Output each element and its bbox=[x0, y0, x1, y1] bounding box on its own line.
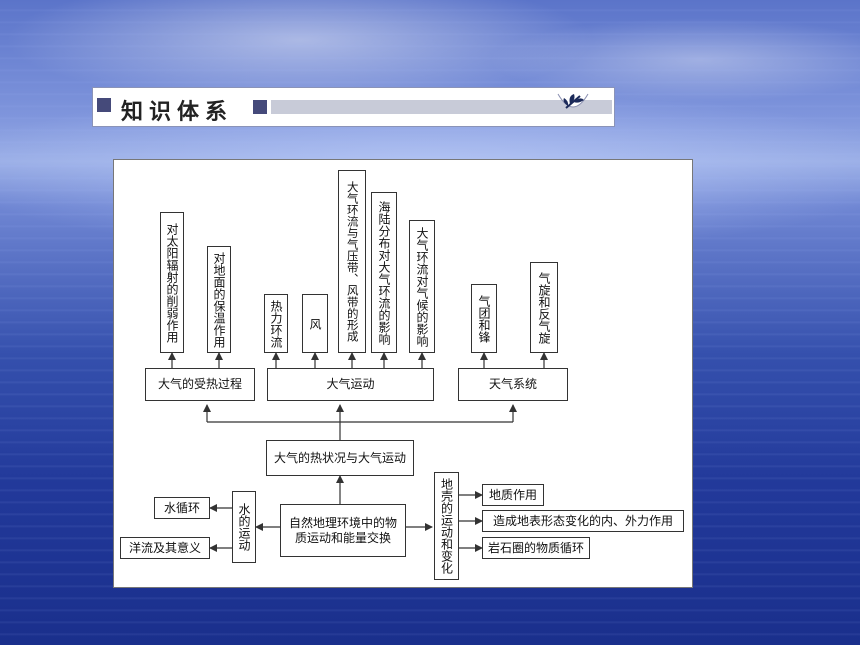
node-center-energy-exchange: 自然地理环境中的物质运动和能量交换 bbox=[280, 504, 406, 557]
node-weather-system: 天气系统 bbox=[458, 368, 568, 401]
section-banner: 知识体系 bbox=[92, 87, 615, 127]
node-heating-process: 大气的受热过程 bbox=[145, 368, 255, 401]
node-thermal-and-motion: 大气的热状况与大气运动 bbox=[266, 440, 414, 476]
node-ocean-currents: 洋流及其意义 bbox=[120, 537, 210, 559]
banner-bar bbox=[271, 100, 612, 114]
node-water-cycle: 水循环 bbox=[154, 497, 210, 519]
node-water-motion: 水的运动 bbox=[232, 491, 256, 563]
node-ground-insulation: 对地面的保温作用 bbox=[207, 246, 231, 353]
node-air-mass-front: 气团和锋 bbox=[471, 284, 497, 353]
banner-square-left bbox=[97, 98, 111, 112]
node-land-sea-influence: 海陆分布对大气环流的影响 bbox=[371, 192, 397, 353]
node-solar-weakening: 对太阳辐射的削弱作用 bbox=[160, 212, 184, 353]
node-circulation-climate: 大气环流对气候的影响 bbox=[409, 220, 435, 353]
knowledge-diagram: 对太阳辐射的削弱作用 对地面的保温作用 热力环流 风 大气环流与气压带、风带的形… bbox=[113, 159, 693, 588]
node-pressure-belts: 大气环流与气压带、风带的形成 bbox=[338, 170, 366, 353]
node-crust-motion: 地壳的运动和变化 bbox=[434, 472, 459, 580]
banner-square-right bbox=[253, 100, 267, 114]
node-thermal-circulation: 热力环流 bbox=[264, 294, 288, 353]
section-title: 知识体系 bbox=[121, 100, 234, 125]
connector-lines bbox=[168, 352, 548, 552]
node-internal-external-forces: 造成地表形态变化的内、外力作用 bbox=[482, 510, 684, 532]
leaf-icon bbox=[557, 93, 589, 109]
node-rock-cycle: 岩石圈的物质循环 bbox=[482, 537, 590, 559]
node-wind: 风 bbox=[302, 294, 328, 353]
node-atmospheric-motion: 大气运动 bbox=[267, 368, 434, 401]
node-cyclone: 气旋和反气旋 bbox=[530, 262, 558, 353]
node-geological-process: 地质作用 bbox=[482, 484, 544, 506]
